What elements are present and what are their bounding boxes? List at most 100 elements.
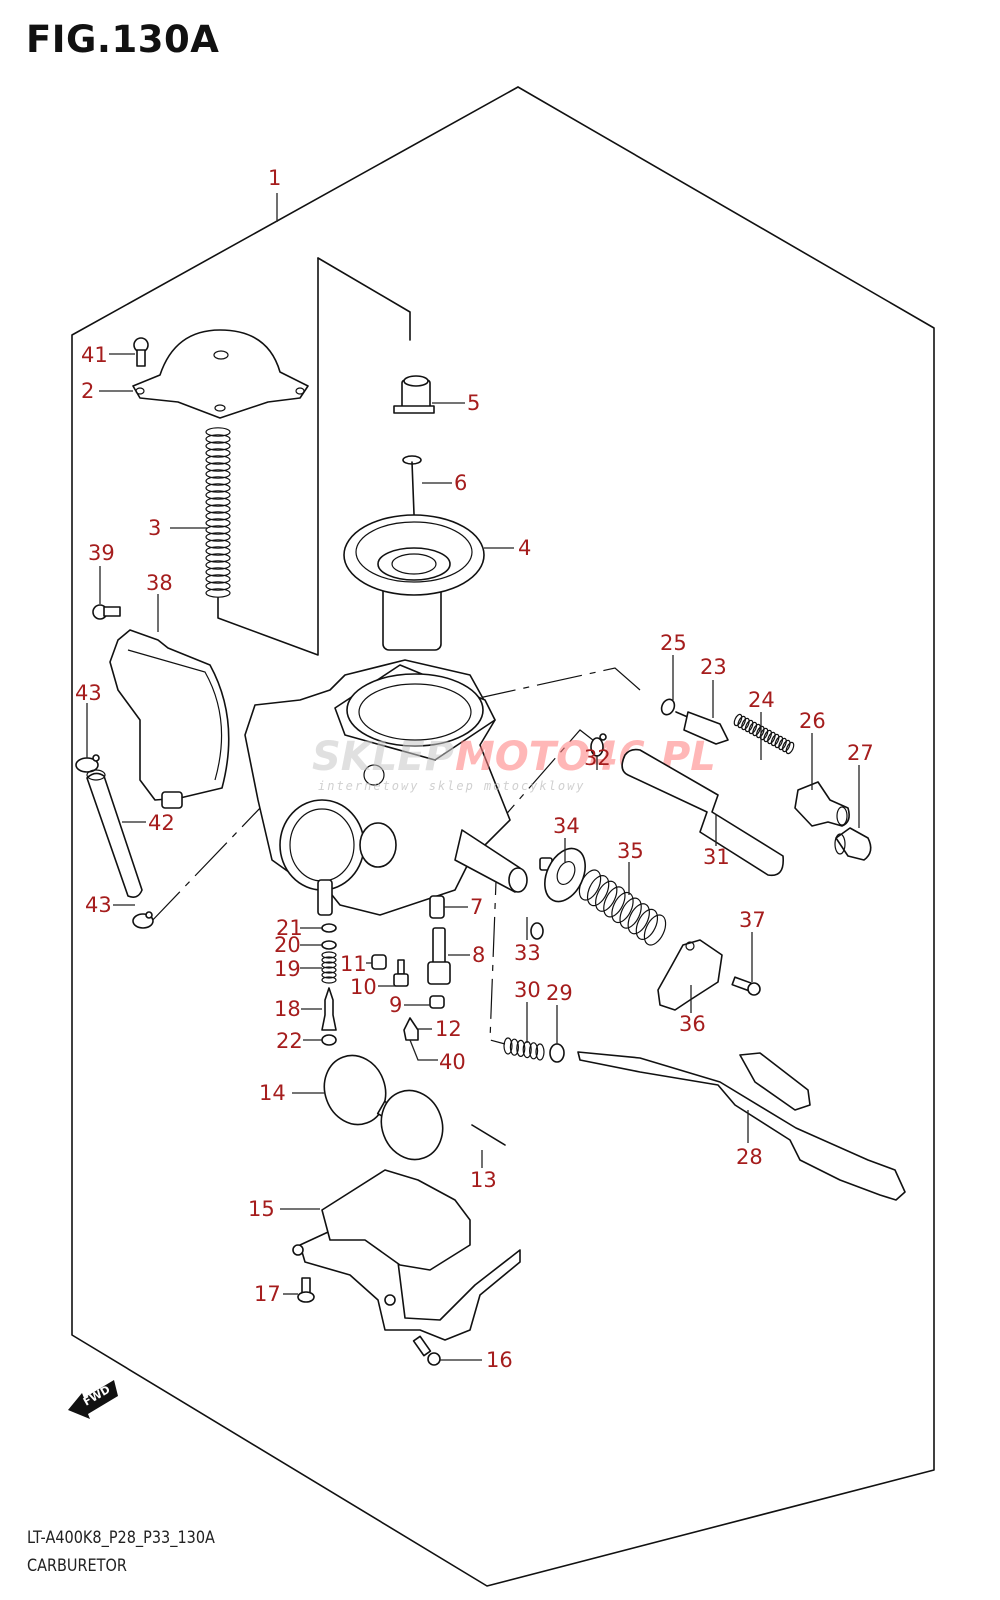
callout-7[interactable]: 7 <box>470 895 483 919</box>
callout-43-lower[interactable]: 43 <box>85 893 112 917</box>
part-10-pilot-jet[interactable] <box>393 959 409 987</box>
callout-19[interactable]: 19 <box>274 957 301 981</box>
spring-coil <box>578 869 602 901</box>
callout-31[interactable]: 31 <box>703 845 730 869</box>
callout-22[interactable]: 22 <box>276 1029 303 1053</box>
callout-40[interactable]: 40 <box>439 1050 466 1074</box>
part-26-starter-nut[interactable] <box>794 781 850 827</box>
callout-42[interactable]: 42 <box>148 811 175 835</box>
callout-8[interactable]: 8 <box>472 943 485 967</box>
part-14-float[interactable] <box>315 1047 452 1168</box>
part-19-pilot-screw-spring[interactable] <box>321 951 337 984</box>
part-13-float-pin[interactable] <box>471 1124 506 1146</box>
callout-17[interactable]: 17 <box>254 1282 281 1306</box>
callout-36[interactable]: 36 <box>679 1012 706 1036</box>
callout-43-upper[interactable]: 43 <box>75 681 102 705</box>
spring-coil <box>752 723 761 737</box>
callout-12[interactable]: 12 <box>435 1017 462 1041</box>
part-1-carburetor-body[interactable] <box>244 659 528 916</box>
callout-15[interactable]: 15 <box>248 1197 275 1221</box>
part-41-screw[interactable] <box>133 337 149 367</box>
part-38-cable-cover[interactable] <box>109 629 230 809</box>
callout-9[interactable]: 9 <box>389 993 402 1017</box>
part-35-diaphragm-spring[interactable] <box>575 867 670 949</box>
callout-5[interactable]: 5 <box>467 391 480 415</box>
part-33-nut[interactable] <box>530 922 544 940</box>
part-7-needle-jet-holder[interactable] <box>429 895 445 919</box>
callout-13[interactable]: 13 <box>470 1168 497 1192</box>
callout-26[interactable]: 26 <box>799 709 826 733</box>
assembly-name: CARBURETOR <box>27 1556 127 1576</box>
part-9-main-jet[interactable] <box>429 995 445 1009</box>
part-22-plug-cap[interactable] <box>321 1034 337 1046</box>
part-34-accel-pump-diaphragm[interactable] <box>537 842 593 908</box>
part-12-float-needle-valve[interactable] <box>403 1017 419 1041</box>
callout-16[interactable]: 16 <box>486 1348 513 1372</box>
part-43-tube-clip-lower[interactable] <box>132 911 154 929</box>
callout-39[interactable]: 39 <box>88 541 115 565</box>
part-17-float-chamber-screw[interactable] <box>297 1277 315 1303</box>
spring-coil <box>744 719 754 733</box>
part-31-hose[interactable] <box>621 748 785 877</box>
part-32-hose-clamp[interactable] <box>590 733 607 757</box>
spring-coil <box>205 588 231 598</box>
callout-24[interactable]: 24 <box>748 688 775 712</box>
part-8-needle-jet[interactable] <box>427 927 451 985</box>
part-4-piston-diaphragm[interactable] <box>343 514 485 651</box>
part-37-cover-screw[interactable] <box>731 976 761 996</box>
callout-33[interactable]: 33 <box>514 941 541 965</box>
part-39-cover-bolt[interactable] <box>92 604 121 620</box>
spring-coil <box>321 956 337 964</box>
spring-coil <box>321 966 337 974</box>
spring-coil <box>755 725 765 739</box>
spring-coil <box>205 518 231 528</box>
callout-21[interactable]: 21 <box>276 916 303 940</box>
callout-28[interactable]: 28 <box>736 1145 763 1169</box>
part-16-drain-screw[interactable] <box>412 1335 441 1366</box>
part-3-piston-spring[interactable] <box>205 427 231 598</box>
subassembly-bracket-needle <box>317 257 411 341</box>
callout-41[interactable]: 41 <box>81 343 108 367</box>
part-25-o-ring[interactable] <box>659 697 677 717</box>
callout-30[interactable]: 30 <box>514 978 541 1002</box>
callout-34[interactable]: 34 <box>553 814 580 838</box>
callout-6[interactable]: 6 <box>454 471 467 495</box>
callout-2[interactable]: 2 <box>81 379 94 403</box>
part-42-vent-tube[interactable] <box>86 769 143 898</box>
part-29-washer[interactable] <box>549 1043 565 1063</box>
spring-coil <box>741 717 750 731</box>
part-30-throttle-stop-spring[interactable] <box>503 1037 545 1061</box>
callout-11[interactable]: 11 <box>340 952 367 976</box>
callout-18[interactable]: 18 <box>274 997 301 1021</box>
callout-1[interactable]: 1 <box>268 166 281 190</box>
part-24-starter-spring[interactable] <box>733 713 796 755</box>
callout-10[interactable]: 10 <box>350 975 377 999</box>
part-27-starter-cap[interactable] <box>834 827 872 861</box>
callout-4[interactable]: 4 <box>518 536 531 560</box>
callout-14[interactable]: 14 <box>259 1081 286 1105</box>
callout-23[interactable]: 23 <box>700 655 727 679</box>
part-21-o-ring[interactable] <box>321 923 337 933</box>
callout-27[interactable]: 27 <box>847 741 874 765</box>
callout-37[interactable]: 37 <box>739 908 766 932</box>
part-2-top-cover[interactable] <box>132 329 309 419</box>
part-28-throttle-stop-bracket[interactable] <box>577 1051 906 1201</box>
part-20-washer[interactable] <box>321 940 337 950</box>
callout-25[interactable]: 25 <box>660 631 687 655</box>
part-43-tube-clip-upper[interactable] <box>75 754 100 773</box>
part-11-plug[interactable] <box>371 954 387 970</box>
callout-35[interactable]: 35 <box>617 839 644 863</box>
model-code: LT-A400K8_P28_P33_130A <box>27 1528 215 1548</box>
spring-coil <box>321 961 337 969</box>
callout-20[interactable]: 20 <box>274 933 301 957</box>
part-36-diaphragm-cover[interactable] <box>657 939 723 1011</box>
part-18-pilot-screw[interactable] <box>321 987 337 1031</box>
part-23-starter-plunger[interactable] <box>675 711 729 745</box>
part-5-needle-holder[interactable] <box>393 375 435 414</box>
callout-32[interactable]: 32 <box>584 746 611 770</box>
callout-38[interactable]: 38 <box>146 571 173 595</box>
callout-3[interactable]: 3 <box>148 516 161 540</box>
part-15-float-chamber[interactable] <box>292 1169 521 1341</box>
callout-29[interactable]: 29 <box>546 981 573 1005</box>
